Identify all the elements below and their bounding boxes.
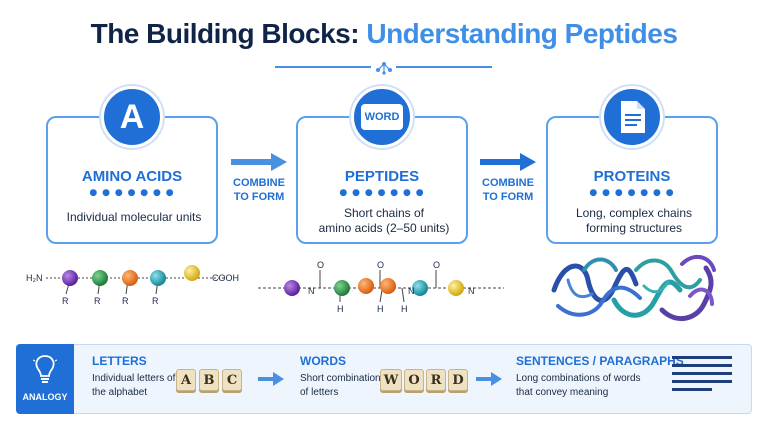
amino-acid-diagram: H₂N R R R R COOH bbox=[26, 265, 239, 306]
right-arrow-icon bbox=[258, 372, 284, 386]
lightbulb-icon bbox=[33, 355, 57, 383]
dots-divider: ● ● ● ● ● ● ● bbox=[89, 188, 175, 198]
peptide-chain-diagram: O O O N N N H H H bbox=[258, 260, 504, 314]
arrow-label-line1: COMBINE bbox=[482, 177, 534, 189]
page-title: The Building Blocks: Understanding Pepti… bbox=[0, 18, 768, 50]
letter-tile: R bbox=[426, 369, 446, 391]
amino-acid-bead bbox=[380, 278, 396, 294]
card-desc: Short chains of amino acids (2–50 units) bbox=[318, 206, 450, 235]
molecule-divider-icon bbox=[376, 62, 392, 75]
card-desc: Individual molecular units bbox=[66, 210, 202, 224]
letter-tile: O bbox=[404, 369, 424, 391]
title-part-2: Understanding Peptides bbox=[366, 18, 678, 49]
r-group-label: R bbox=[122, 296, 129, 306]
card-title: AMINO ACIDS bbox=[81, 168, 183, 185]
amino-acid-bead bbox=[122, 270, 138, 286]
r-group-label: R bbox=[94, 296, 101, 306]
amino-acid-bead bbox=[334, 280, 350, 296]
paragraph-lines-icon bbox=[672, 356, 732, 391]
title-divider-right bbox=[396, 66, 492, 68]
letter-tile: C bbox=[222, 369, 242, 391]
card-title: PROTEINS bbox=[593, 168, 671, 185]
dots-divider: ● ● ● ● ● ● ● bbox=[339, 188, 425, 198]
amino-acid-bead bbox=[184, 265, 200, 281]
r-group-label: R bbox=[152, 296, 159, 306]
arrow-label-line2: TO FORM bbox=[233, 191, 285, 203]
analogy-sentences-title: SENTENCES / PARAGRAPHS bbox=[516, 354, 684, 368]
cooh-label: COOH bbox=[212, 273, 239, 283]
amino-acid-bead bbox=[448, 280, 464, 296]
nitrogen-label: N bbox=[408, 286, 415, 296]
document-icon bbox=[601, 86, 663, 148]
word-bubble-icon: WORD bbox=[351, 86, 413, 148]
card-title: PEPTIDES bbox=[344, 168, 420, 185]
analogy-tab: ANALOGY bbox=[16, 344, 74, 414]
right-arrow-icon bbox=[480, 153, 536, 171]
card-desc: Long, complex chains forming structures bbox=[575, 206, 693, 235]
nitrogen-label: N bbox=[468, 286, 475, 296]
combine-arrow-1: COMBINE TO FORM bbox=[221, 152, 297, 204]
right-arrow-icon bbox=[476, 372, 502, 386]
analogy-words-title: WORDS bbox=[300, 354, 346, 368]
amino-acid-bead bbox=[150, 270, 166, 286]
amino-acid-bead bbox=[284, 280, 300, 296]
combine-arrow-2: COMBINE TO FORM bbox=[470, 152, 546, 204]
analogy-letters-title: LETTERS bbox=[92, 354, 147, 368]
analogy-label: ANALOGY bbox=[22, 392, 68, 402]
title-part-1: The Building Blocks: bbox=[90, 18, 360, 49]
letter-tile: A bbox=[176, 369, 196, 391]
hydrogen-label: H bbox=[337, 304, 344, 314]
letter-tile: D bbox=[448, 369, 468, 391]
protein-structure-image bbox=[551, 254, 716, 321]
dots-divider: ● ● ● ● ● ● ● bbox=[589, 188, 675, 198]
analogy-letters-desc: Individual letters of the alphabet bbox=[92, 373, 176, 398]
amino-acid-bead bbox=[358, 278, 374, 294]
amino-acid-bead bbox=[62, 270, 78, 286]
arrow-label-line1: COMBINE bbox=[233, 177, 285, 189]
letter-tile: B bbox=[199, 369, 219, 391]
analogy-sentences-desc: Long combinations of words that convey m… bbox=[516, 373, 641, 398]
nitrogen-label: N bbox=[308, 286, 315, 296]
letter-a-icon: A bbox=[101, 86, 163, 148]
amino-acid-bead bbox=[92, 270, 108, 286]
oxygen-label: O bbox=[377, 260, 384, 270]
r-group-label: R bbox=[62, 296, 69, 306]
analogy-words-desc: Short combinations of letters bbox=[300, 373, 386, 398]
hydrogen-label: H bbox=[401, 304, 408, 314]
amino-acid-bead bbox=[412, 280, 428, 296]
h2n-label: H₂N bbox=[26, 273, 43, 283]
oxygen-label: O bbox=[317, 260, 324, 270]
arrow-label-line2: TO FORM bbox=[482, 191, 534, 203]
title-divider-left bbox=[275, 66, 371, 68]
letter-tile: W bbox=[380, 369, 402, 391]
hydrogen-label: H bbox=[377, 304, 384, 314]
right-arrow-icon bbox=[231, 153, 287, 171]
oxygen-label: O bbox=[433, 260, 440, 270]
